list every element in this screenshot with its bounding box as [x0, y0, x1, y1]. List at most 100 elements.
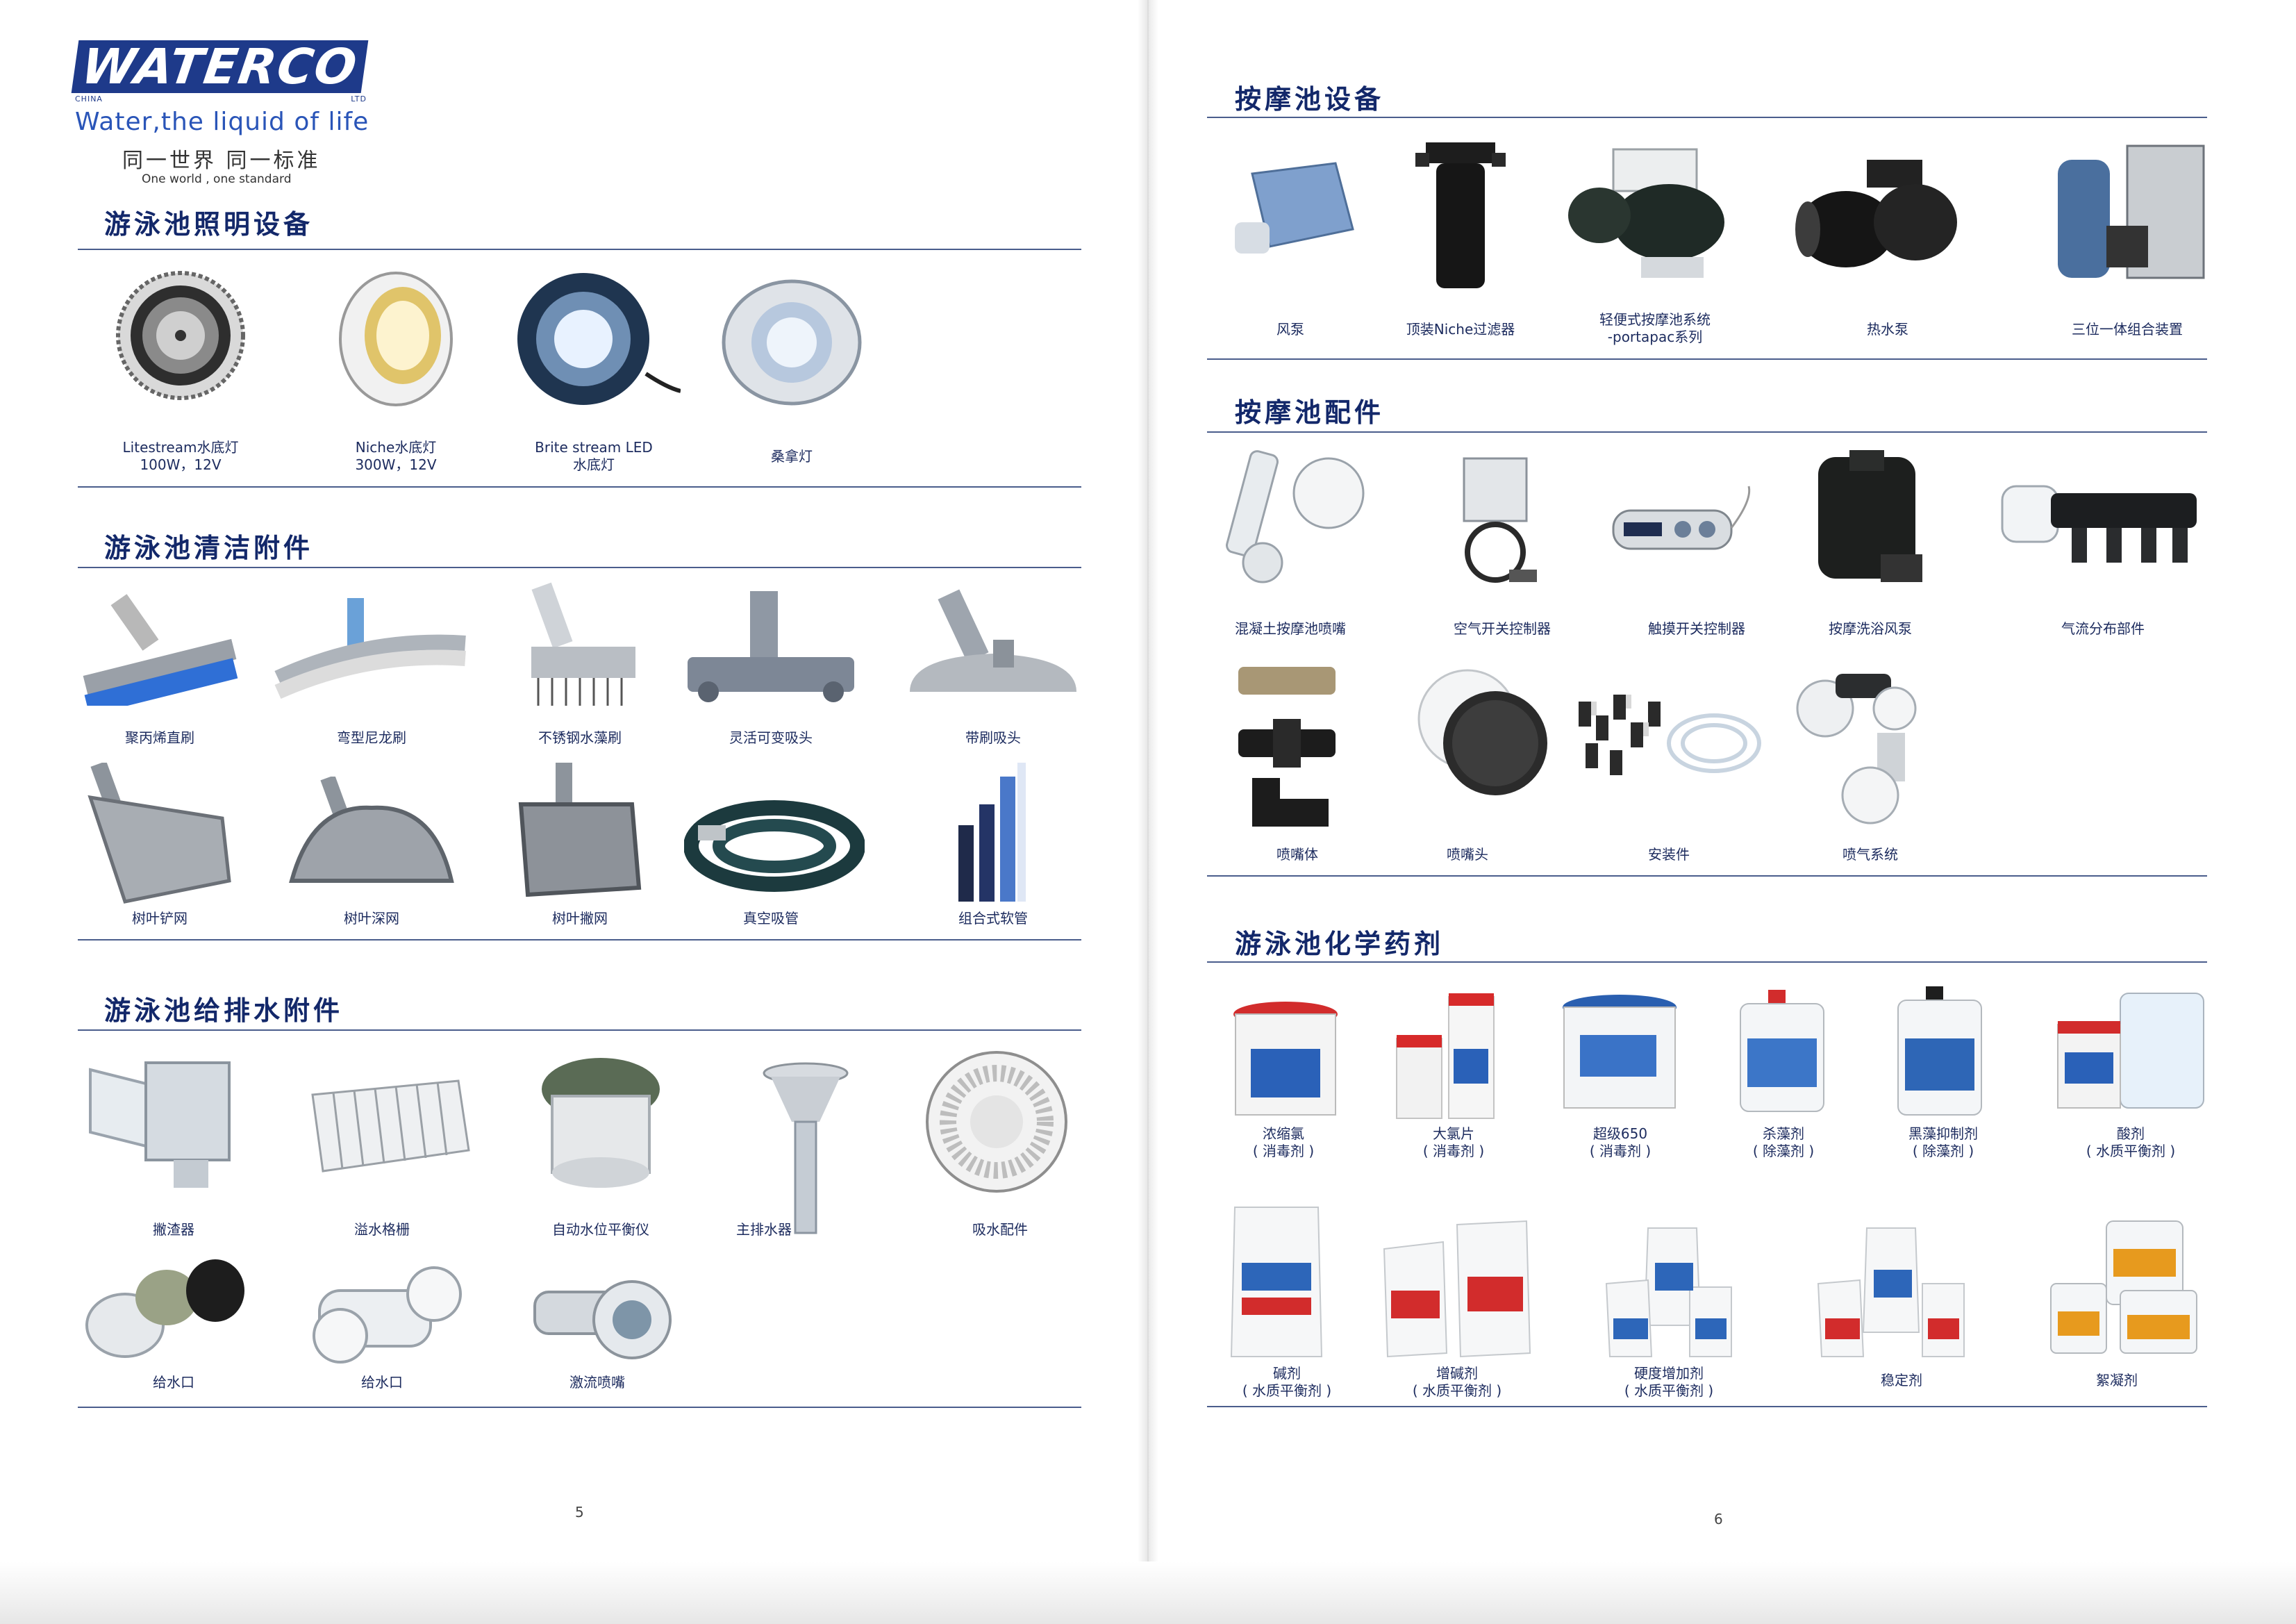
caption-chlorine: 浓缩氯 ( 消毒剂 ) [1252, 1125, 1315, 1159]
caption-alkalinity: 增碱剂 ( 水质平衡剂 ) [1412, 1365, 1502, 1399]
caption-installation-kit: 安装件 [1648, 846, 1690, 863]
caption-suction-fitting: 吸水配件 [972, 1221, 1028, 1238]
installation-kit-icon [1572, 681, 1766, 785]
section-rule [1207, 1406, 2207, 1407]
leaf-bag-icon [285, 777, 458, 902]
section-rule [78, 939, 1081, 941]
sauna-light-icon [715, 276, 868, 408]
section-title-plumbing: 游泳池给排水附件 [104, 995, 344, 1026]
inlet-fitting-icon [83, 1256, 250, 1360]
hardness-bag-icon [1599, 1221, 1738, 1360]
jet-nozzle-icon [528, 1271, 674, 1368]
caption-spa-blower: 按摩洗浴风泵 [1829, 620, 1912, 637]
page-number-left: 5 [575, 1504, 584, 1521]
caption-air-manifold: 气流分布部件 [2061, 620, 2145, 637]
caption-skimmer: 撇渣器 [153, 1221, 194, 1238]
main-drain-icon [757, 1059, 854, 1240]
caption-water-leveller: 自动水位平衡仪 [552, 1221, 649, 1238]
scan-bottom-shadow [0, 1561, 2296, 1624]
section-rule [1207, 875, 2207, 877]
tagline-cn: 同一世界 同一标准 [122, 149, 321, 173]
black-algae-jug-icon [1895, 986, 1985, 1118]
section-title-spa-equipment: 按摩池设备 [1235, 84, 1385, 115]
air-blower-icon [1224, 160, 1356, 264]
flexible-vacuum-head-icon [681, 588, 861, 706]
section-rule [78, 249, 1081, 250]
pool-light-icon [97, 270, 264, 401]
caption-black-algae: 黑藻抑制剂 ( 除藻剂 ) [1908, 1125, 1978, 1159]
caption-brush-vacuum-head: 带刷吸头 [965, 729, 1021, 746]
air-jet-system-icon [1787, 667, 1947, 827]
caption-air-blower: 风泵 [1276, 321, 1304, 338]
section-rule [1207, 117, 2207, 118]
jet-body-icon [1231, 663, 1342, 830]
heat-pump-icon [1790, 153, 1964, 278]
caption-alkali: 碱剂 ( 水质平衡剂 ) [1242, 1365, 1332, 1399]
caption-heat-pump: 热水泵 [1867, 321, 1908, 338]
caption-hardness: 硬度增加剂 ( 水质平衡剂 ) [1624, 1365, 1714, 1399]
skimmer-icon [83, 1056, 250, 1195]
caption-jet-nozzle: 激流喷嘴 [569, 1374, 625, 1391]
waterco-logo: WATERCO CHINA LTD Water,the liquid of li… [71, 38, 381, 186]
caption-touch-switch-controller: 触摸开关控制器 [1648, 620, 1745, 637]
caption-algae-brush: 不锈钢水藻刷 [538, 729, 622, 746]
section-rule [78, 486, 1081, 488]
niche-light-icon [326, 270, 465, 408]
logo-wordmark: WATERCO [71, 38, 368, 95]
acid-container-icon [2051, 986, 2211, 1115]
sectional-hose-icon [951, 763, 1035, 902]
section-title-cleaning: 游泳池清洁附件 [104, 533, 314, 563]
inlet-fitting-icon [299, 1263, 465, 1367]
touch-switch-controller-icon [1599, 479, 1759, 577]
caption-niche: Niche水底灯 300W，12V [355, 439, 437, 473]
led-light-icon [507, 270, 681, 408]
caption-jet-body: 喷嘴体 [1276, 846, 1318, 863]
chlorine-tub-icon [1230, 1000, 1341, 1122]
portapac-system-icon [1558, 146, 1738, 285]
leaf-shovel-icon [83, 763, 243, 905]
caption-air-switch-controller: 空气开关控制器 [1454, 620, 1551, 637]
caption-main-drain: 主排水器 [736, 1221, 792, 1238]
caption-sauna: 桑拿灯 [771, 448, 813, 465]
section-rule [78, 1029, 1081, 1031]
caption-inlet-fitting: 给水口 [361, 1374, 403, 1391]
caption-portapac: 轻便式按摩池系统 -portapac系列 [1599, 311, 1711, 345]
logo-sub-right: LTD [351, 94, 367, 103]
page-right: 按摩池设备 风泵 顶装Niche过滤器 轻便式按摩池系统 -portapac系列… [1148, 0, 2296, 1624]
caption-stabiliser: 稳定剂 [1881, 1372, 1922, 1389]
overflow-grating-icon [299, 1074, 472, 1178]
logo-subline: CHINA LTD [75, 94, 367, 103]
algaecide-jug-icon [1737, 990, 1827, 1115]
caption-leaf-skimmer: 树叶撇网 [552, 910, 608, 927]
chlorine-tablet-icon [1390, 986, 1501, 1122]
caption-flexible-vacuum-head: 灵活可变吸头 [729, 729, 813, 746]
caption-combo-unit: 三位一体组合装置 [2072, 321, 2183, 338]
caption-leaf-shovel: 树叶铲网 [132, 910, 188, 927]
section-title-chemicals: 游泳池化学药剂 [1235, 929, 1445, 959]
caption-chlorine-tablet: 大氯片 ( 消毒剂 ) [1422, 1125, 1485, 1159]
algae-brush-icon [521, 581, 646, 713]
page-number-right: 6 [1714, 1511, 1723, 1527]
caption-curved-brush: 弯型尼龙刷 [337, 729, 406, 746]
caption-concrete-spa-jet: 混凝土按摩池喷嘴 [1235, 620, 1346, 637]
caption-flocculant: 絮凝剂 [2096, 1372, 2138, 1389]
caption-algaecide: 杀藻剂 ( 除藻剂 ) [1752, 1125, 1815, 1159]
section-rule [78, 1407, 1081, 1408]
straight-brush-icon [76, 588, 243, 706]
jet-head-icon [1408, 667, 1554, 806]
caption-leaf-bag: 树叶深网 [344, 910, 399, 927]
water-leveller-icon [535, 1054, 667, 1193]
concrete-spa-jet-icon [1224, 445, 1370, 583]
alkalinity-bag-icon [1377, 1214, 1537, 1360]
caption-inlet-fitting: 给水口 [153, 1374, 194, 1391]
section-rule [1207, 358, 2207, 360]
super650-tub-icon [1559, 993, 1681, 1115]
flocculant-jug-icon [2044, 1214, 2204, 1360]
binding-gutter [1138, 0, 1158, 1624]
brand-slogan: Water,the liquid of life [75, 108, 369, 136]
cartridge-filter-icon [1412, 139, 1509, 299]
caption-overflow-grating: 溢水格栅 [354, 1221, 410, 1238]
caption-vacuum-hose: 真空吸管 [743, 910, 799, 927]
caption-led: Brite stream LED 水底灯 [535, 439, 653, 473]
